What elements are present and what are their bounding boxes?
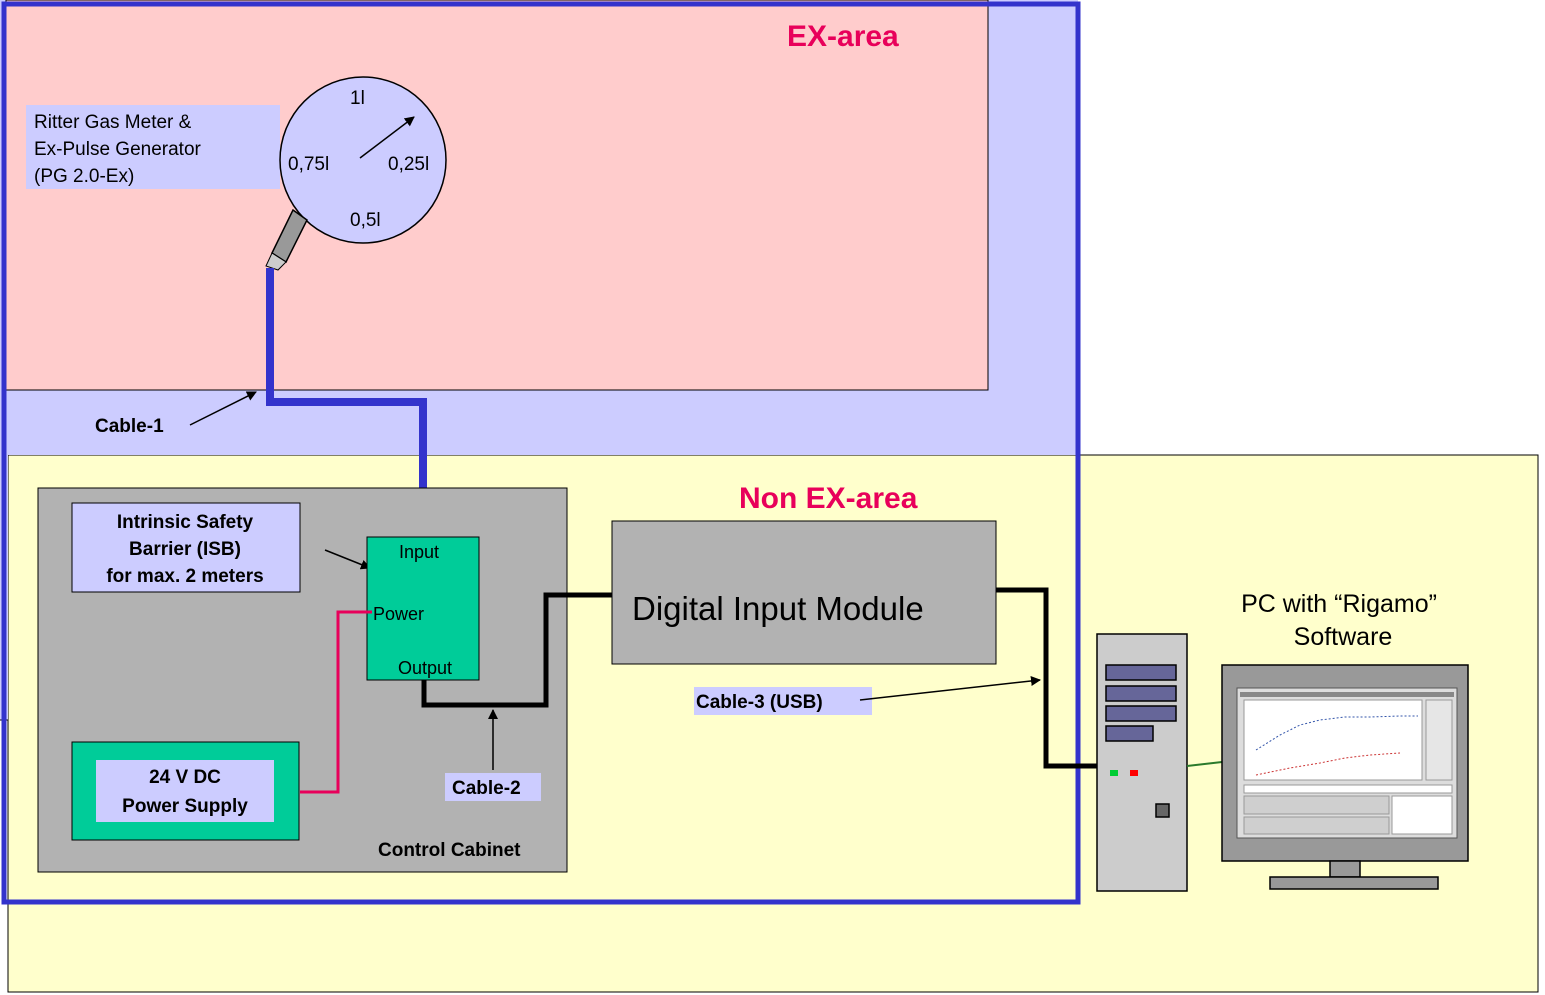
dial-label-top: 1l [350, 88, 365, 109]
gas-meter-label-2: Ex-Pulse Generator [34, 139, 202, 160]
non-ex-area-title: Non EX-area [739, 482, 918, 515]
cable-2-label-box [445, 773, 541, 801]
cable-1-arrow [189, 391, 257, 426]
gas-meter-label-3: (PG 2.0-Ex) [34, 166, 134, 187]
isb-power-label: Power [373, 604, 424, 624]
cable-3-arrow [859, 676, 1041, 701]
power-supply-label-1: 24 V DC [149, 767, 221, 788]
power-wire [300, 610, 372, 794]
cable-3-wire [996, 587, 1097, 769]
dial-needle-icon [359, 116, 415, 159]
gas-meter-label-1: Ritter Gas Meter & [34, 112, 192, 133]
pc-monitor-cable [1186, 761, 1223, 767]
isb-box [366, 536, 480, 681]
cable-2-wire [421, 592, 612, 708]
digital-input-module [611, 520, 997, 665]
pulse-sensor-icon [265, 208, 308, 271]
pc-label-2: Software [1294, 623, 1393, 651]
ex-area-title: EX-area [787, 20, 899, 53]
dial-label-right: 0,25l [388, 154, 429, 175]
pc-tower-icon [1096, 633, 1188, 892]
power-supply-label-box [96, 760, 274, 822]
isb-input-label: Input [399, 542, 439, 562]
cable-3-label-box [694, 687, 872, 715]
isb-label-3: for max. 2 meters [106, 566, 263, 587]
cable-1-wire [266, 268, 427, 540]
cable-1-label: Cable-1 [95, 416, 164, 437]
gas-meter-label-box [26, 105, 280, 189]
isb-label-2: Barrier (ISB) [129, 539, 241, 560]
ex-boundary-frame [1, 1, 1081, 905]
isb-label-box [71, 502, 301, 593]
digital-input-module-label: Digital Input Module [632, 590, 924, 627]
cable-2-label: Cable-2 [452, 778, 521, 799]
isb-output-label: Output [398, 658, 452, 678]
isb-pointer-arrow [324, 549, 371, 570]
dial-label-left: 0,75l [288, 154, 329, 175]
dial-label-bottom: 0,5l [350, 210, 381, 231]
control-cabinet-label: Control Cabinet [378, 840, 521, 861]
power-supply-label-2: Power Supply [122, 796, 248, 817]
cable-3-label: Cable-3 (USB) [696, 692, 823, 713]
pc-label-1: PC with “Rigamo” [1241, 590, 1437, 618]
ex-area-inner [5, 0, 989, 391]
monitor-icon [1221, 664, 1469, 890]
isb-label-1: Intrinsic Safety [117, 512, 254, 533]
